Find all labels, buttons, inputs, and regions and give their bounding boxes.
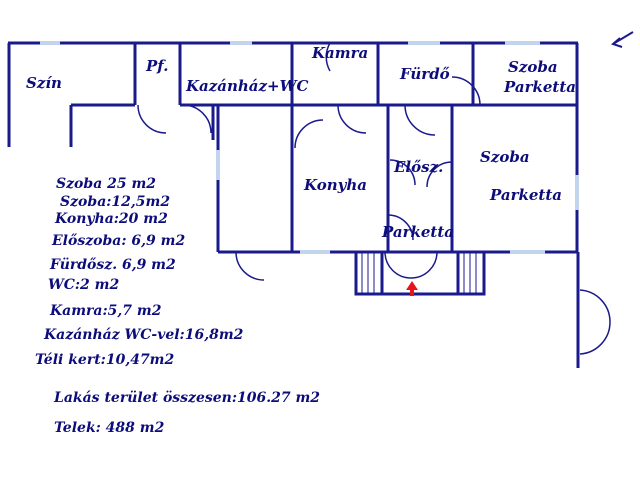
room-label-kazanhaz: Kazánház+WC: [186, 77, 309, 95]
total-area: Lakás terület összesen:106.27 m2: [54, 390, 321, 406]
area-item: Fürdősz. 6,9 m2: [50, 257, 176, 273]
room-label-kamra: Kamra: [312, 44, 369, 62]
room-label-furdo: Fürdő: [400, 65, 450, 83]
steps-right: [456, 250, 486, 296]
room-label-szoba-top-floor: Parketta: [504, 78, 577, 96]
room-label-pf: Pf.: [146, 57, 169, 75]
area-item: Előszoba: 6,9 m2: [52, 233, 186, 249]
area-item: Téli kert:10,47m2: [35, 352, 175, 368]
room-label-parketta-hall: Parketta: [382, 223, 455, 241]
room-label-szoba-right-floor: Parketta: [490, 186, 563, 204]
windows: [40, 41, 579, 254]
area-item: Szoba 25 m2: [56, 176, 157, 192]
room-label-szoba-top: Szoba: [508, 58, 558, 76]
area-item: Konyha:20 m2: [55, 211, 168, 227]
room-label-szoba-right: Szoba: [480, 148, 530, 166]
area-item: Kazánház WC-vel:16,8m2: [44, 327, 244, 343]
doors: [137, 42, 611, 355]
area-item: Szoba:12,5m2: [60, 194, 171, 210]
steps-left: [354, 250, 384, 296]
entrance-arrow-icon: [406, 281, 418, 296]
area-item: WC:2 m2: [48, 277, 120, 293]
step-lines: [361, 252, 477, 294]
room-label-eloszoba: Elősz.: [394, 158, 444, 176]
plot-area: Telek: 488 m2: [54, 420, 165, 436]
room-label-szin: Szín: [26, 74, 62, 92]
room-label-konyha: Konyha: [304, 176, 367, 194]
north-arrow-icon: [611, 31, 634, 48]
area-item: Kamra:5,7 m2: [50, 303, 162, 319]
